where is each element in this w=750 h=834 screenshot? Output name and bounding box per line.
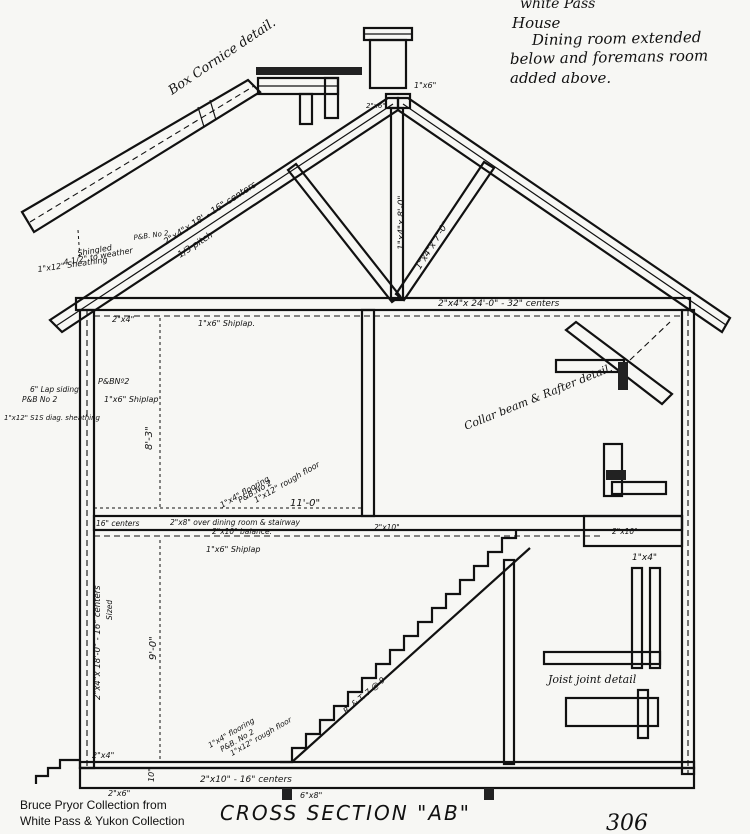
balance-label: 2"x10" balance. [212,527,272,536]
sill-2x4-label: 2"x4" [92,751,114,760]
shiplap-wall-label: 1"x6" Shiplap [104,395,158,404]
chimney: 1"x6" [362,26,436,90]
note-line-4: added above. [510,69,611,87]
note-line-2: Dining room extended [531,28,702,49]
joist-2x10-left-label: 2"x10" [374,523,400,532]
shiplap-upper-label: 1"x6" Shiplap. [198,319,255,328]
note-line-0: white Pass [520,0,595,12]
note-line-3: below and foremans room [510,47,709,68]
pbn2-label: P&BNº2 [98,377,129,386]
ten-inch-label: 10" [147,768,156,782]
sheet-number: 306 [606,811,648,834]
lap-siding-label: 6" Lap siding [30,385,79,394]
image-credit: Bruce Pryor Collection from White Pass &… [20,797,185,829]
floor-joists-lower-label: 2"x10" - 16" centers [200,775,292,785]
roof-structure: 2"x6" 1"x4"x 8'-0" 1"x4"x 7'-0" 2"x4"x 2… [37,92,732,334]
collar-detail-label: Collar beam & Rafter detail. [462,361,614,432]
shiplap-lower-label: 1"x6" Shiplap [206,545,260,554]
credit-line-1: Bruce Pryor Collection from [20,798,167,812]
sill-2x6-label: 2"x6" [108,789,130,798]
ceiling-joists-label: 2"x4"x 24'-0" - 32" centers [438,299,560,309]
upper-height-label: 8'-3" [144,426,155,450]
joist-2x10-right-label: 2"x10" [612,527,638,536]
exterior-steps [34,758,80,784]
studs-label: 2"x4"x 18'-0" - 16" centers [93,585,103,700]
collar-beam-detail: Collar beam & Rafter detail. [462,320,674,433]
post-label: 6"x8" [300,791,322,800]
credit-line-2: White Pass & Yukon Collection [20,814,185,828]
floor-joists-upper-label: 2"x8" over dining room & stairway [170,518,300,527]
interior-stair: R. & T. 7 @ 9 [280,530,531,764]
joist-joint-detail: 1"x4" Joist joint detail [542,442,668,740]
note-line-1: House [511,14,560,32]
room-width-label: 11'-0" [290,498,320,509]
one-by-four-label: 1"x4" [632,553,657,563]
lower-height-label: 9'-0" [148,636,159,660]
centers-label: 16" centers [96,519,140,528]
sized-label: Sized [105,600,114,620]
strut-label: 1"x4"x 7'-0" [414,220,451,272]
wall-pb-label: P&B No 2 [22,395,57,404]
drawing-notes: white Pass House Dining room extended be… [510,0,709,87]
king-post-label: 1"x4"x 8'-0" [397,195,407,250]
ridge-board-label: 2"x6" [366,102,386,110]
plate-label: 2"x4" [112,315,134,324]
drawing-title: CROSS SECTION "AB" [220,801,471,825]
joist-joint-label: Joist joint detail [546,673,637,686]
chimney-flashing-label: 1"x6" [414,81,436,90]
diag-sheathing-label: 1"x12" S1S diag. sheathing [4,414,101,422]
